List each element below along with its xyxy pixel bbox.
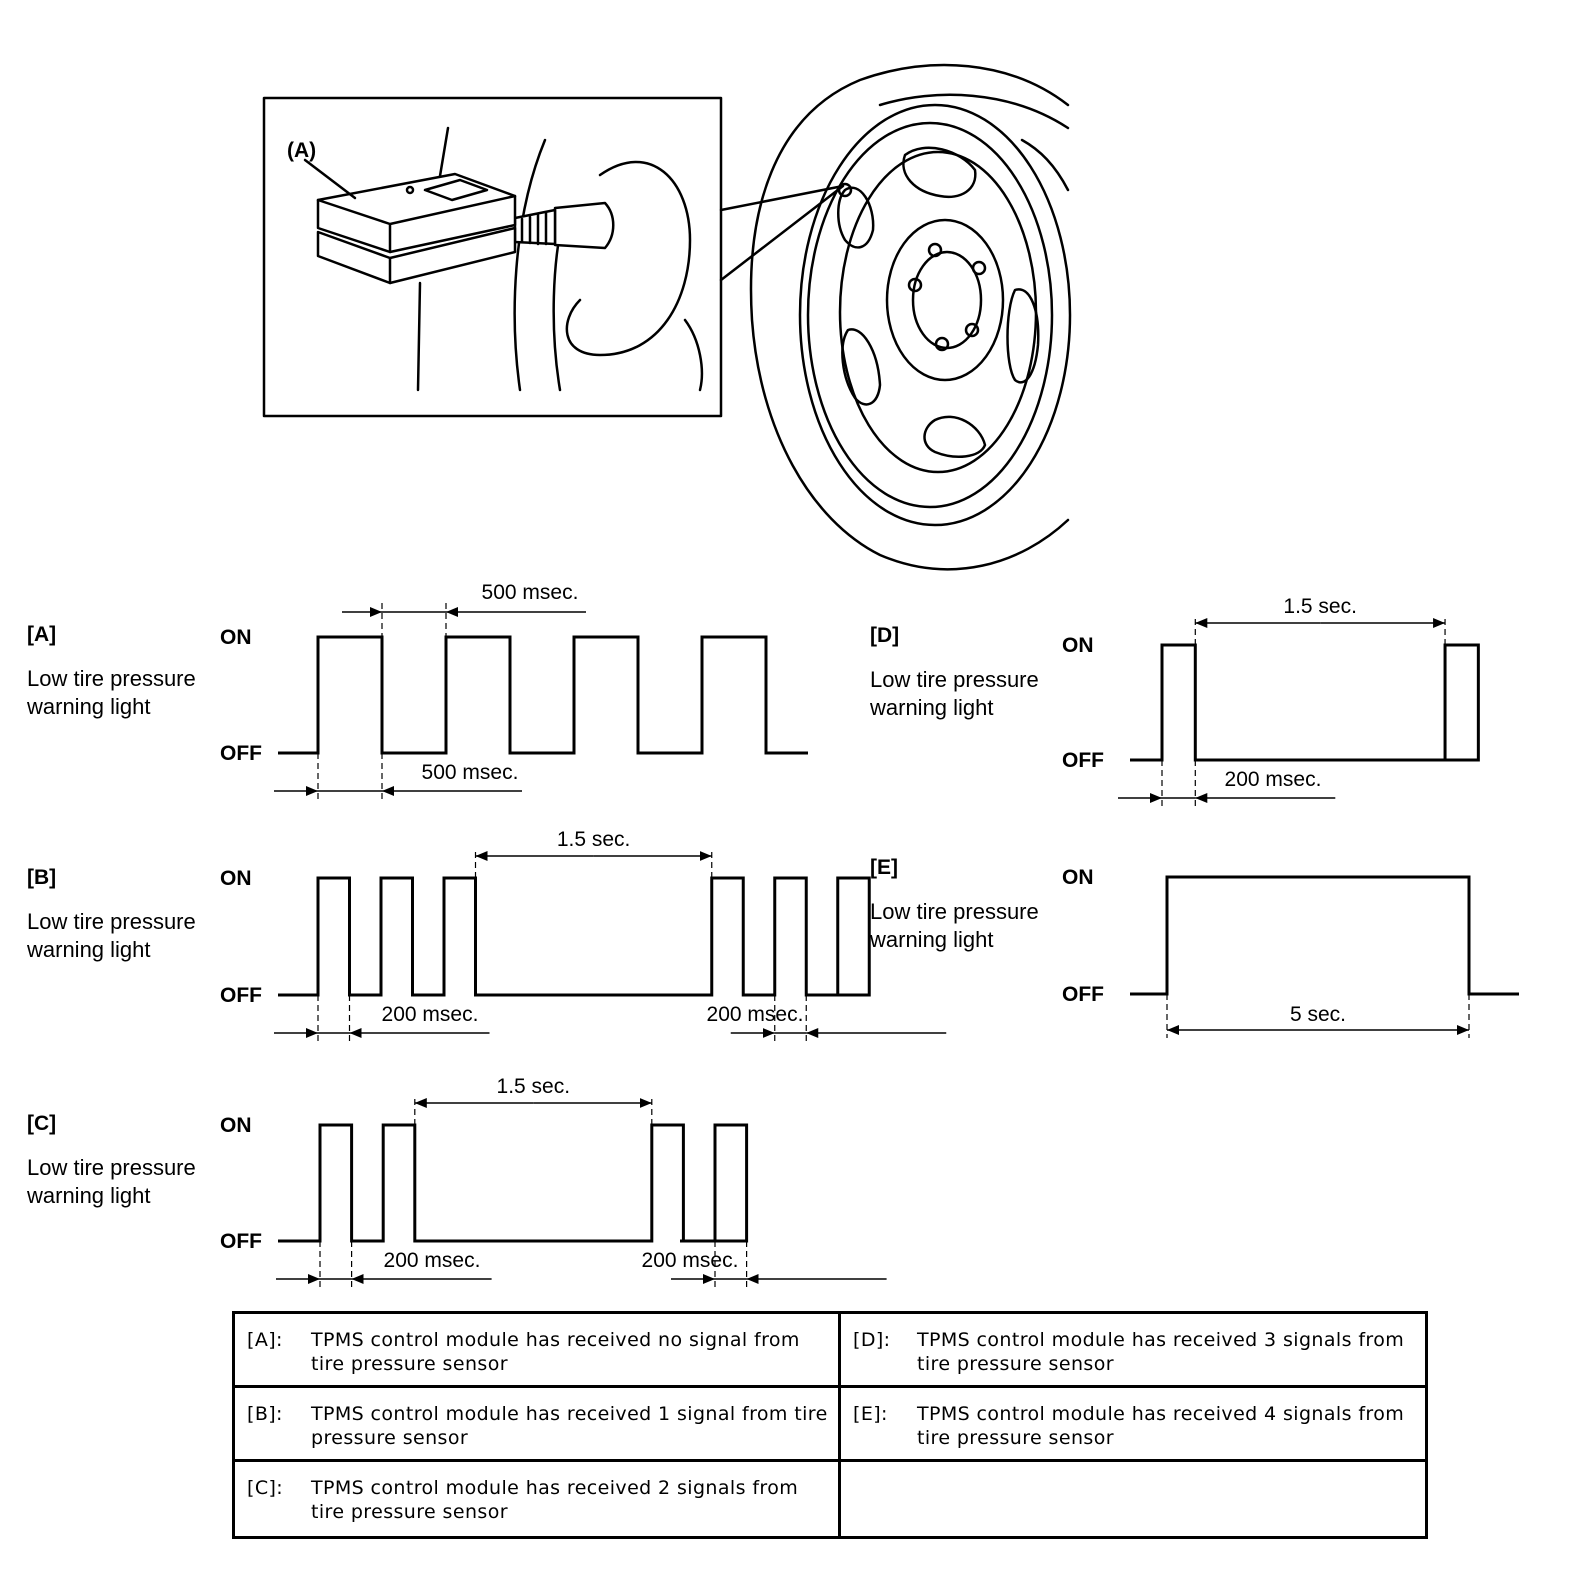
dimension-label: 1.5 sec.	[557, 828, 631, 851]
off-state-label: OFF	[220, 1230, 262, 1253]
legend-cell-c: [C]: TPMS control module has received 2 …	[235, 1462, 841, 1536]
tpms-tool-wheel-illustration: (A)	[262, 63, 1072, 571]
warning-light-label: Low tire pressure	[870, 667, 1039, 692]
waveform-chart-a: [A] Low tire pressure warning light ON OFF 50…	[26, 581, 808, 799]
chart-tag: [B]	[27, 866, 56, 889]
waveform-signal	[1130, 875, 1519, 996]
waveform-signal	[278, 876, 871, 997]
legend-text: TPMS control module has received 1 signa…	[311, 1403, 828, 1449]
warning-light-label: Low tire pressure	[27, 1155, 196, 1180]
chart-tag: [E]	[870, 856, 898, 879]
dimension-label: 200 msec.	[384, 1249, 481, 1272]
warning-light-label: warning light	[869, 927, 994, 952]
warning-light-label: Low tire pressure	[27, 666, 196, 691]
dimension-label: 500 msec.	[422, 761, 519, 784]
waveform-chart-d: [D] Low tire pressure warning light ON OFF 1.…	[869, 595, 1480, 806]
dimension-label: 1.5 sec.	[497, 1075, 571, 1098]
legend-table: [A]: TPMS control module has received no…	[232, 1311, 1428, 1539]
warning-light-label: Low tire pressure	[27, 909, 196, 934]
waveform-chart-c: [C] Low tire pressure warning light ON OFF 1.…	[26, 1075, 887, 1287]
on-state-label: ON	[1062, 866, 1094, 889]
dimension-label: 200 msec.	[642, 1249, 739, 1272]
off-state-label: OFF	[220, 984, 262, 1007]
off-state-label: OFF	[220, 742, 262, 765]
chart-tag: [A]	[27, 623, 56, 646]
legend-text: TPMS control module has received 3 signa…	[917, 1329, 1405, 1375]
legend-cell-e: [E]: TPMS control module has received 4 …	[841, 1388, 1425, 1462]
waveform-signal	[278, 635, 808, 755]
waveform-signal	[278, 1123, 749, 1243]
waveform-chart-b: [B] Low tire pressure warning light ON OFF 1.…	[26, 828, 947, 1041]
off-state-label: OFF	[1062, 749, 1104, 772]
warning-light-label: warning light	[869, 695, 994, 720]
legend-cell-a: [A]: TPMS control module has received no…	[235, 1314, 841, 1388]
on-state-label: ON	[1062, 634, 1094, 657]
warning-light-label: warning light	[26, 937, 151, 962]
legend-key: [A]:	[247, 1329, 283, 1351]
legend-text	[917, 1476, 1415, 1536]
legend-key: [E]:	[853, 1403, 888, 1425]
waveform-signal	[1130, 643, 1480, 762]
dimension-label: 200 msec.	[382, 1003, 479, 1026]
on-state-label: ON	[220, 626, 252, 649]
dimension-label: 1.5 sec.	[1283, 595, 1357, 618]
callout-label: (A)	[287, 139, 316, 162]
legend-text: TPMS control module has received no sign…	[311, 1329, 800, 1375]
dimension-label: 200 msec.	[1225, 768, 1322, 791]
legend-key: [D]:	[853, 1329, 891, 1351]
warning-light-label: Low tire pressure	[870, 899, 1039, 924]
warning-light-label: warning light	[26, 1183, 151, 1208]
legend-key: [B]:	[247, 1403, 283, 1425]
dimension-label: 5 sec.	[1290, 1003, 1346, 1026]
off-state-label: OFF	[1062, 983, 1104, 1006]
warning-light-label: warning light	[26, 694, 151, 719]
legend-key	[853, 1476, 917, 1536]
on-state-label: ON	[220, 1114, 252, 1137]
legend-cell-d: [D]: TPMS control module has received 3 …	[841, 1314, 1425, 1388]
legend-text: TPMS control module has received 4 signa…	[917, 1403, 1405, 1449]
legend-text: TPMS control module has received 2 signa…	[311, 1477, 799, 1523]
chart-tag: [C]	[27, 1112, 56, 1135]
legend-key: [C]:	[247, 1477, 284, 1499]
dimension-label: 500 msec.	[482, 581, 579, 604]
legend-cell-b: [B]: TPMS control module has received 1 …	[235, 1388, 841, 1462]
dimension-label: 200 msec.	[707, 1003, 804, 1026]
chart-tag: [D]	[870, 624, 899, 647]
on-state-label: ON	[220, 867, 252, 890]
waveform-chart-e: [E] Low tire pressure warning light ON OFF 5 …	[869, 856, 1519, 1038]
legend-cell-empty	[841, 1462, 1425, 1536]
